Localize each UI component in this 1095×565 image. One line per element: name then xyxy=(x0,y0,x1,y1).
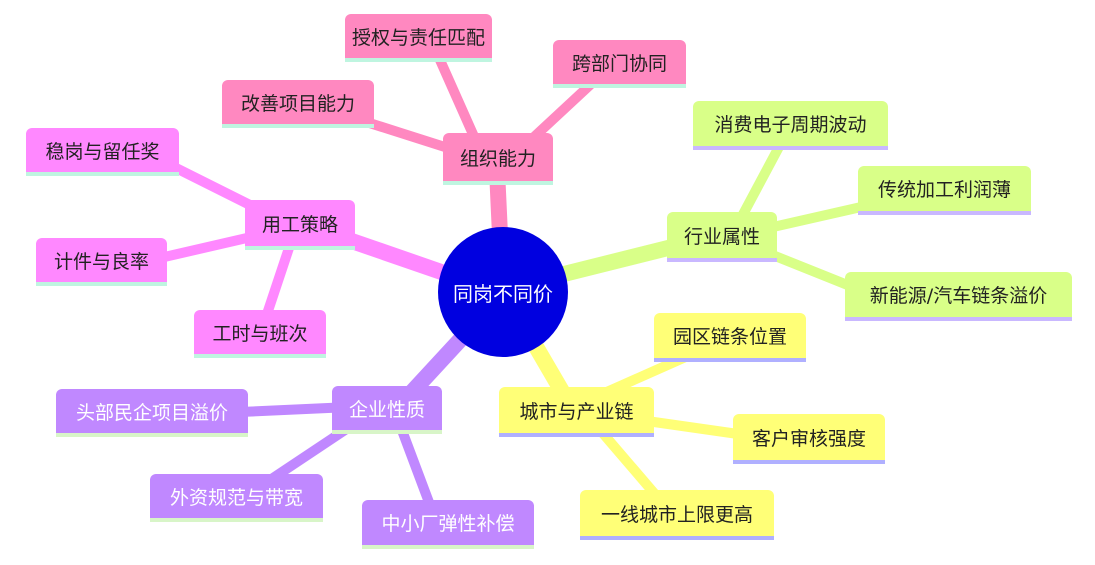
leaf-node[interactable]: 头部民企项目溢价 xyxy=(56,389,248,437)
link-city-leaf xyxy=(595,425,665,505)
branch-ent[interactable]: 企业性质 xyxy=(332,386,442,434)
link-emp-leaf xyxy=(155,230,265,263)
leaf-node[interactable]: 一线城市上限更高 xyxy=(580,490,774,540)
leaf-node[interactable]: 消费电子周期波动 xyxy=(693,101,888,150)
link-ent-leaf xyxy=(235,402,355,417)
leaf-node[interactable]: 新能源/汽车链条溢价 xyxy=(845,272,1072,321)
branch-ind[interactable]: 行业属性 xyxy=(667,212,777,262)
link-ind-leaf xyxy=(755,200,875,235)
leaf-node[interactable]: 稳岗与留任奖 xyxy=(26,128,179,176)
leaf-node[interactable]: 园区链条位置 xyxy=(654,313,806,362)
leaf-node[interactable]: 工时与班次 xyxy=(194,310,326,358)
link-emp-leaf xyxy=(260,240,295,325)
link-ind-leaf xyxy=(735,140,785,225)
link-city-leaf xyxy=(635,415,750,440)
branch-emp[interactable]: 用工策略 xyxy=(245,200,355,250)
leaf-node[interactable]: 中小厂弹性补偿 xyxy=(362,500,534,549)
link-ent-leaf xyxy=(395,420,435,510)
leaf-node[interactable]: 改善项目能力 xyxy=(222,80,374,128)
central-topic[interactable]: 同岗不同价 xyxy=(438,227,568,357)
leaf-node[interactable]: 客户审核强度 xyxy=(733,414,885,464)
leaf-node[interactable]: 授权与责任匹配 xyxy=(345,14,492,62)
leaf-node[interactable]: 传统加工利润薄 xyxy=(858,166,1031,215)
branch-org[interactable]: 组织能力 xyxy=(443,133,553,185)
leaf-node[interactable]: 跨部门协同 xyxy=(553,40,686,88)
leaf-node[interactable]: 计件与良率 xyxy=(36,238,167,286)
branch-city[interactable]: 城市与产业链 xyxy=(499,387,654,437)
leaf-node[interactable]: 外资规范与带宽 xyxy=(150,474,323,522)
